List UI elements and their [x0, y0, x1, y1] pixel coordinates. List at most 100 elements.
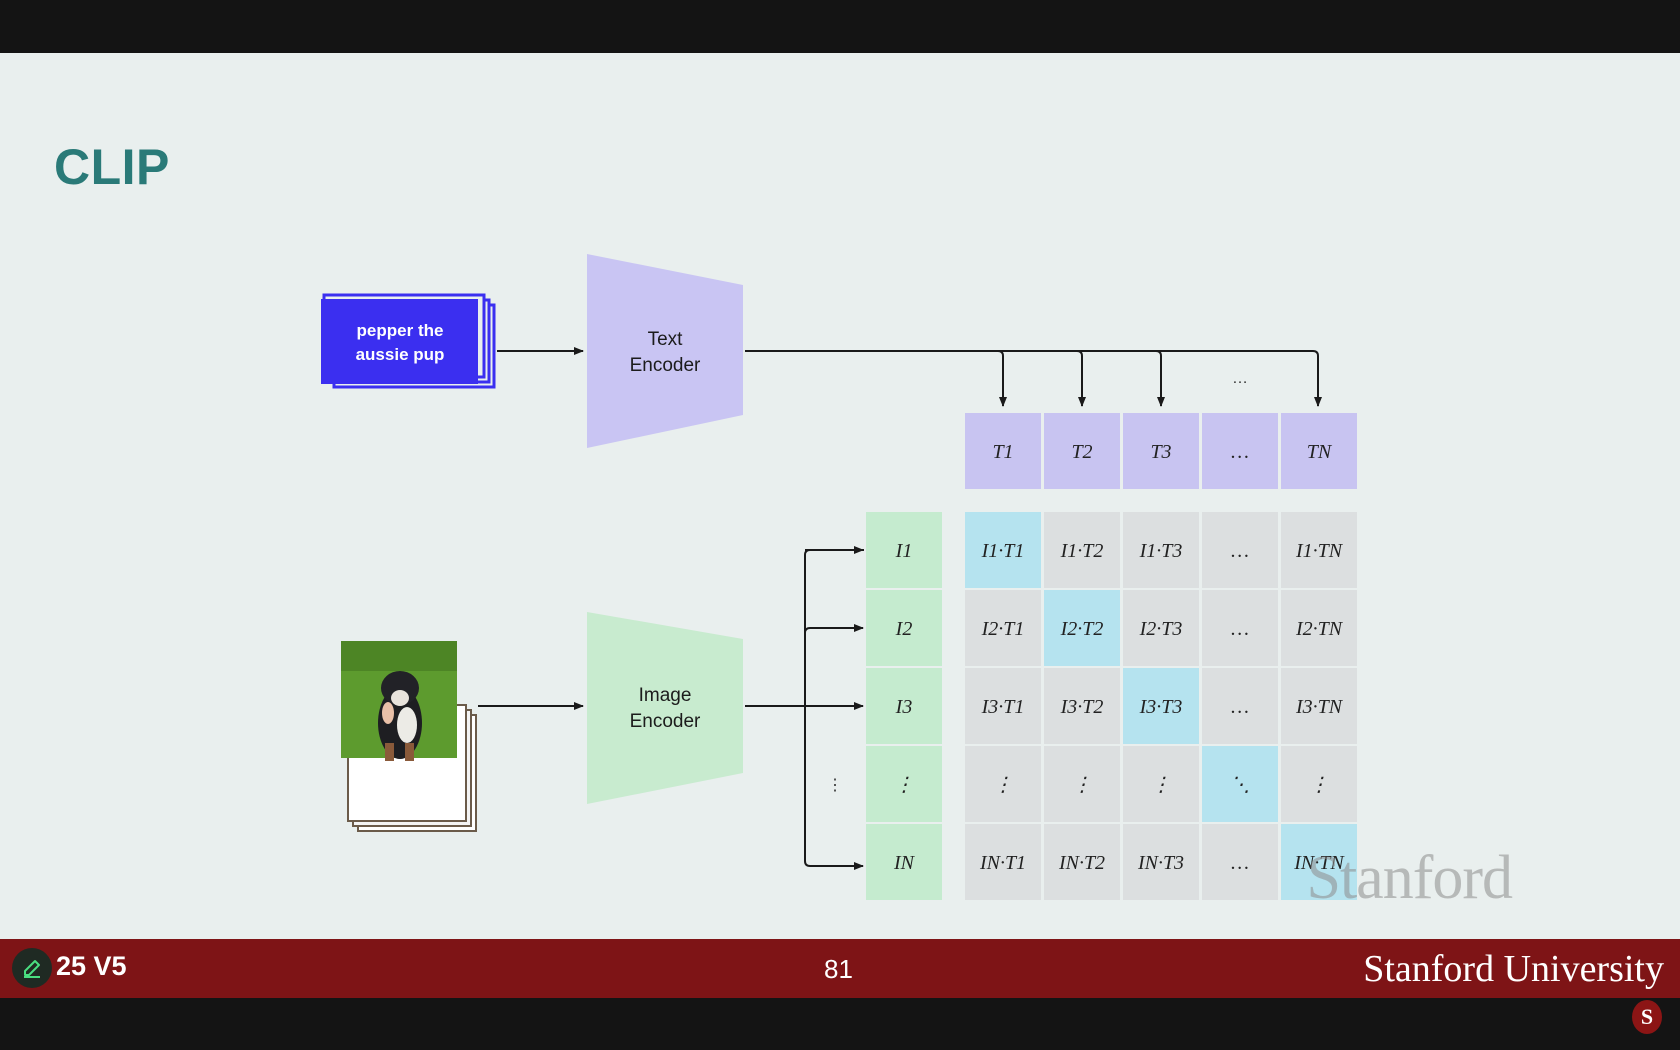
similarity-cell [1281, 746, 1357, 822]
image-encoder-line2: Encoder [630, 711, 701, 732]
image-embedding-cell [866, 590, 942, 666]
text-embedding-cell [1044, 413, 1120, 489]
footer-course-label: 25 V5 [56, 951, 127, 981]
similarity-label: I1·TN [1295, 540, 1344, 562]
similarity-label: I2·T2 [1060, 618, 1104, 640]
similarity-label: IN·TN [1293, 852, 1345, 874]
stanford-watermark: Stanford [1306, 844, 1513, 912]
similarity-label: I3·T2 [1060, 696, 1104, 718]
similarity-cell [1044, 668, 1120, 744]
footer-brand: Stanford University [1363, 948, 1664, 990]
page-number: 81 [824, 954, 853, 984]
text-embedding-cell [1202, 413, 1278, 489]
clip-diagram: pepper the aussie pup Text Encoder … [321, 254, 1357, 900]
similarity-label: … [1231, 540, 1249, 562]
similarity-cell [1123, 590, 1199, 666]
similarity-cell [965, 590, 1041, 666]
image-embedding-label: ⋮ [894, 774, 914, 796]
text-input-line2: aussie pup [356, 345, 445, 364]
similarity-label: ⋮ [1151, 774, 1171, 796]
image-embedding-cell [866, 512, 942, 588]
similarity-cell [1123, 512, 1199, 588]
edit-button[interactable] [12, 948, 52, 988]
similarity-cell [1044, 746, 1120, 822]
similarity-label: I2·T1 [981, 618, 1025, 640]
similarity-cell [1281, 512, 1357, 588]
similarity-label: I2·T3 [1139, 618, 1183, 640]
similarity-label: IN·T3 [1137, 852, 1184, 874]
similarity-label: … [1231, 696, 1249, 718]
similarity-label: ⋱ [1230, 774, 1250, 796]
image-bus-ellipsis: ⋮ [827, 777, 843, 794]
similarity-cell [1044, 824, 1120, 900]
slide: CLIP pepper the aussie pup Text Encoder [0, 53, 1680, 939]
similarity-label: I3·T1 [981, 696, 1025, 718]
bottom-black-bar [0, 998, 1680, 1050]
similarity-label: ⋮ [1072, 774, 1092, 796]
similarity-label: I1·T1 [981, 540, 1025, 562]
text-embedding-label: T1 [992, 441, 1013, 463]
similarity-cell-diagonal [965, 512, 1041, 588]
text-embedding-label: … [1231, 441, 1249, 463]
text-embedding-label: T2 [1071, 441, 1092, 463]
image-embedding-label: I2 [895, 618, 913, 640]
text-embedding-cell [1281, 413, 1357, 489]
similarity-label: ⋮ [993, 774, 1013, 796]
image-encoder-line1: Image [639, 685, 692, 706]
similarity-cell [965, 824, 1041, 900]
text-embedding-cell [1123, 413, 1199, 489]
similarity-label: I1·T2 [1060, 540, 1104, 562]
similarity-cell [1281, 668, 1357, 744]
image-embedding-label: IN [893, 852, 916, 874]
text-encoder-block [587, 254, 743, 448]
similarity-label: IN·T2 [1058, 852, 1105, 874]
stanford-seal-icon: S [1632, 1000, 1662, 1034]
similarity-cell [1202, 668, 1278, 744]
similarity-cell-diagonal [1123, 668, 1199, 744]
image-input-stack [341, 641, 477, 832]
text-input-card-stack: pepper the aussie pup [321, 293, 496, 389]
similarity-label: I2·TN [1295, 618, 1344, 640]
similarity-label: … [1231, 618, 1249, 640]
similarity-cell [965, 746, 1041, 822]
text-input-line1: pepper the [357, 321, 444, 340]
similarity-cell [1202, 512, 1278, 588]
similarity-cell-diagonal [1044, 590, 1120, 666]
text-embedding-label: T3 [1150, 441, 1171, 463]
similarity-label: I3·TN [1295, 696, 1344, 718]
footer-bar: 25 V5 81 Stanford University [0, 939, 1680, 998]
similarity-cell [1123, 746, 1199, 822]
image-embedding-cell [866, 668, 942, 744]
top-black-bar [0, 0, 1680, 53]
text-embedding-cell [965, 413, 1041, 489]
similarity-label: I3·T3 [1139, 696, 1183, 718]
text-encoder-line2: Encoder [630, 355, 701, 376]
image-embedding-cell [866, 746, 942, 822]
similarity-cell [1202, 824, 1278, 900]
text-input-card [321, 299, 478, 384]
text-bus-ellipsis: … [1232, 370, 1248, 387]
similarity-cell [1202, 590, 1278, 666]
similarity-cell [1044, 512, 1120, 588]
similarity-cell-diagonal [1202, 746, 1278, 822]
pencil-icon [24, 960, 40, 978]
similarity-label: ⋮ [1309, 774, 1329, 796]
similarity-cell-diagonal [1281, 824, 1357, 900]
puppy-photo [341, 641, 457, 761]
similarity-label: I1·T3 [1139, 540, 1183, 562]
similarity-cell [965, 668, 1041, 744]
image-embedding-label: I1 [895, 540, 913, 562]
slide-title: CLIP [54, 139, 170, 195]
similarity-label: IN·T1 [979, 852, 1026, 874]
image-embedding-cell [866, 824, 942, 900]
image-encoder-block [587, 612, 743, 804]
similarity-cell [1281, 590, 1357, 666]
image-embedding-label: I3 [895, 696, 913, 718]
text-embedding-bus [745, 350, 1322, 407]
image-embedding-bus [745, 546, 864, 870]
text-embedding-label: TN [1307, 441, 1333, 463]
text-encoder-line1: Text [648, 329, 684, 350]
similarity-cell [1123, 824, 1199, 900]
similarity-label: … [1231, 852, 1249, 874]
